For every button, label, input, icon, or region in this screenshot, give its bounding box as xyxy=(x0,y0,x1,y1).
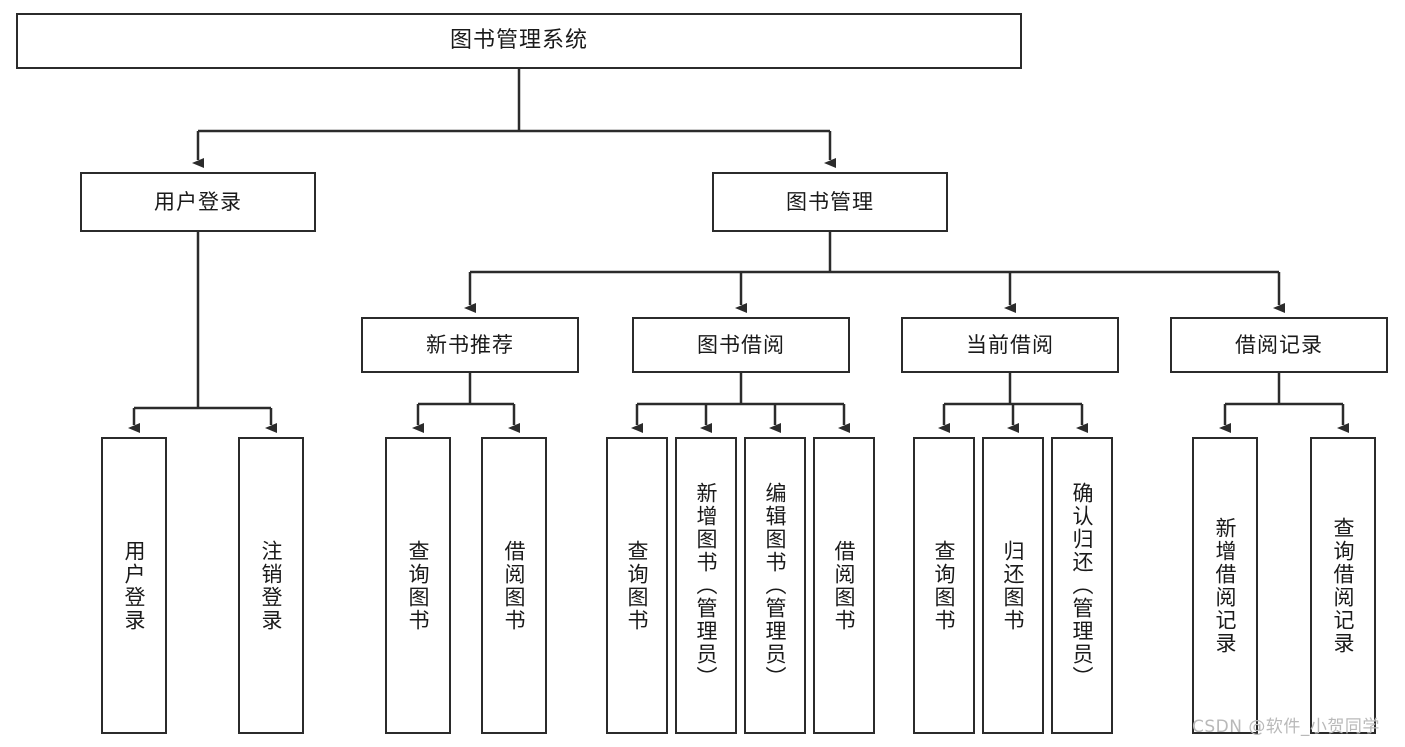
leaf-edit-book[interactable]: 编辑图书（管理员） xyxy=(744,437,806,734)
node-user-login-label: 用户登录 xyxy=(154,189,242,214)
node-book-borrow-label: 图书借阅 xyxy=(697,332,785,357)
leaf-borrow-book-1-label: 借阅图书 xyxy=(502,539,527,632)
leaf-confirm-return-label: 确认归还（管理员） xyxy=(1070,482,1095,689)
leaf-query-book-1[interactable]: 查询图书 xyxy=(385,437,451,734)
leaf-user-login-label: 用户登录 xyxy=(122,539,147,632)
leaf-user-login[interactable]: 用户登录 xyxy=(101,437,167,734)
watermark-text: CSDN @软件_小贺同学 xyxy=(1192,717,1380,737)
node-new-book-recommend-label: 新书推荐 xyxy=(426,332,514,357)
leaf-add-book[interactable]: 新增图书（管理员） xyxy=(675,437,737,734)
leaf-query-book-3[interactable]: 查询图书 xyxy=(913,437,975,734)
node-borrow-record-label: 借阅记录 xyxy=(1235,332,1323,357)
leaf-query-book-2[interactable]: 查询图书 xyxy=(606,437,668,734)
leaf-query-book-3-label: 查询图书 xyxy=(932,539,957,632)
node-borrow-record[interactable]: 借阅记录 xyxy=(1170,317,1388,373)
node-current-borrow-label: 当前借阅 xyxy=(966,332,1054,357)
leaf-return-book[interactable]: 归还图书 xyxy=(982,437,1044,734)
leaf-user-logout[interactable]: 注销登录 xyxy=(238,437,304,734)
leaf-add-record[interactable]: 新增借阅记录 xyxy=(1192,437,1258,734)
node-user-login[interactable]: 用户登录 xyxy=(80,172,316,232)
leaf-return-book-label: 归还图书 xyxy=(1001,539,1026,632)
leaf-borrow-book-2-label: 借阅图书 xyxy=(832,539,857,632)
leaf-add-book-label: 新增图书（管理员） xyxy=(694,482,719,689)
leaf-query-book-1-label: 查询图书 xyxy=(406,539,431,632)
node-root-label: 图书管理系统 xyxy=(449,28,588,54)
node-new-book-recommend[interactable]: 新书推荐 xyxy=(361,317,579,373)
leaf-query-record-label: 查询借阅记录 xyxy=(1331,516,1356,655)
leaf-query-record[interactable]: 查询借阅记录 xyxy=(1310,437,1376,734)
leaf-borrow-book-1[interactable]: 借阅图书 xyxy=(481,437,547,734)
node-book-manage[interactable]: 图书管理 xyxy=(712,172,948,232)
leaf-borrow-book-2[interactable]: 借阅图书 xyxy=(813,437,875,734)
leaf-query-book-2-label: 查询图书 xyxy=(625,539,650,632)
node-root[interactable]: 图书管理系统 xyxy=(16,13,1022,69)
leaf-add-record-label: 新增借阅记录 xyxy=(1213,516,1238,655)
leaf-edit-book-label: 编辑图书（管理员） xyxy=(763,482,788,689)
node-current-borrow[interactable]: 当前借阅 xyxy=(901,317,1119,373)
leaf-confirm-return[interactable]: 确认归还（管理员） xyxy=(1051,437,1113,734)
node-book-borrow[interactable]: 图书借阅 xyxy=(632,317,850,373)
node-book-manage-label: 图书管理 xyxy=(786,189,874,214)
leaf-user-logout-label: 注销登录 xyxy=(259,539,284,632)
